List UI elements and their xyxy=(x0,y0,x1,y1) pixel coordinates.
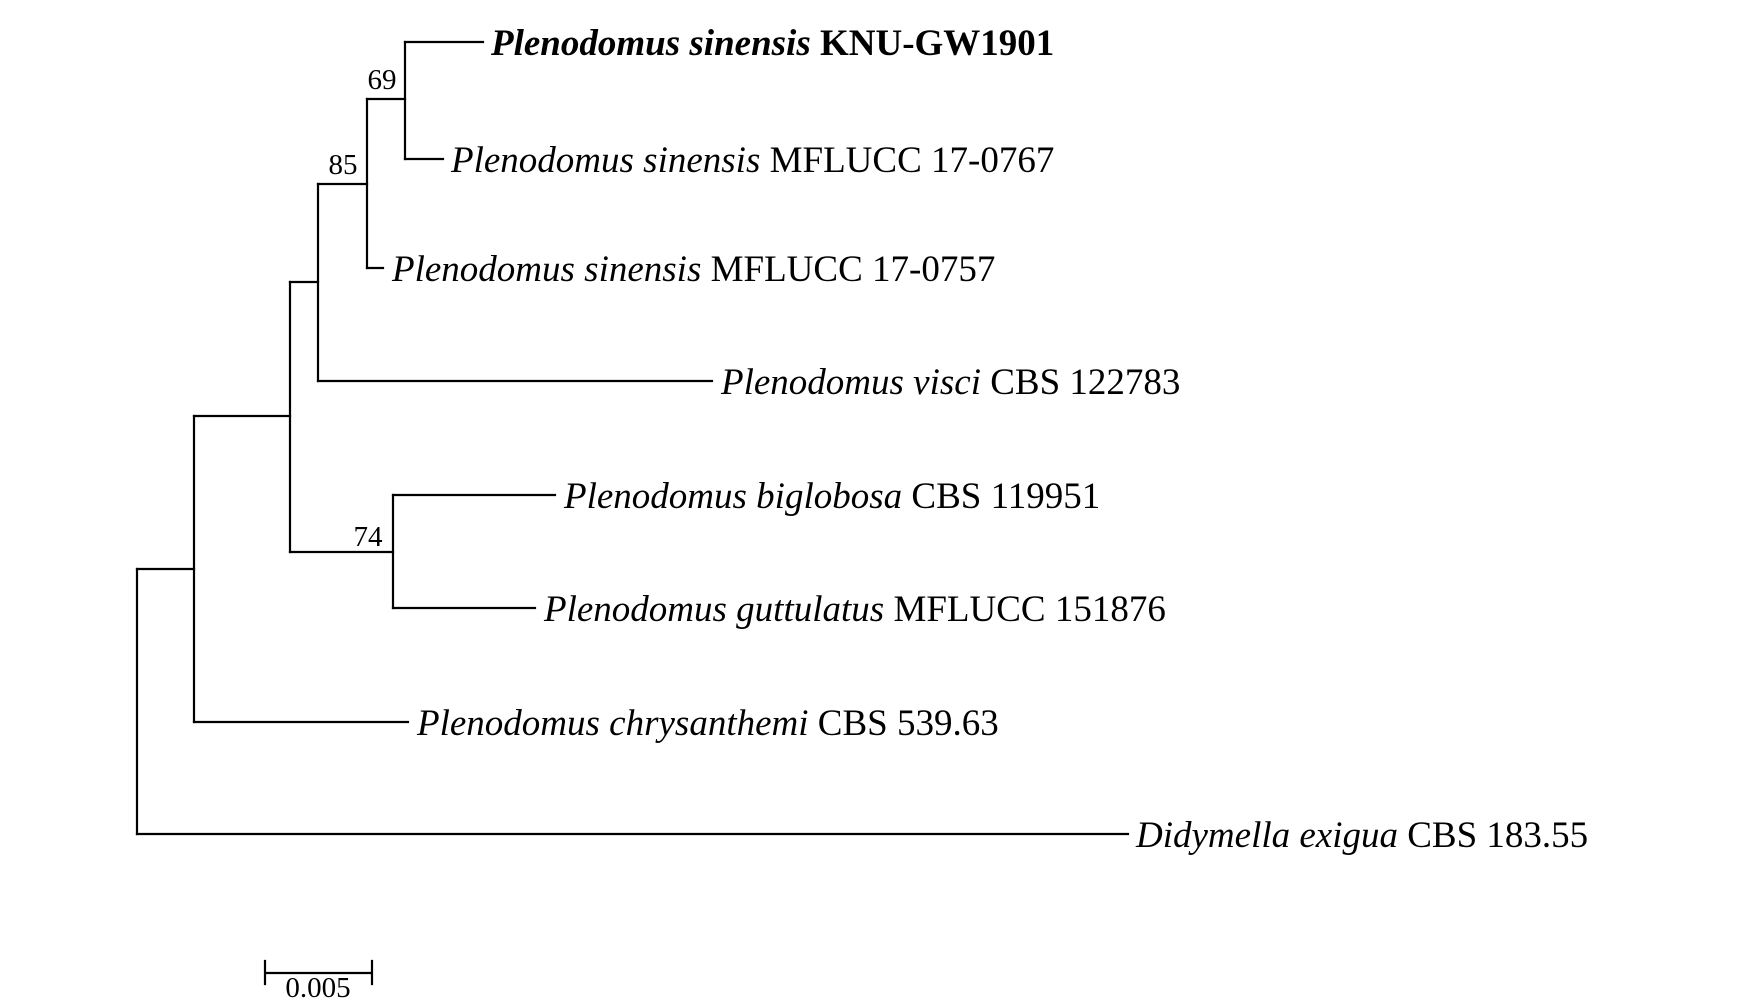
taxon-label: Didymella exigua CBS 183.55 xyxy=(1135,815,1588,856)
taxon-label: Plenodomus sinensis MFLUCC 17-0767 xyxy=(450,140,1054,181)
taxon-label: Plenodomus chrysanthemi CBS 539.63 xyxy=(416,703,999,744)
bootstrap-value: 69 xyxy=(368,64,397,96)
scale-bar-label: 0.005 xyxy=(285,972,350,1002)
scale-bar-line xyxy=(263,959,374,986)
scale-bar: 0.005 xyxy=(263,959,374,1002)
taxon-label: Plenodomus biglobosa CBS 119951 xyxy=(563,476,1100,517)
taxon-label: Plenodomus guttulatus MFLUCC 151876 xyxy=(543,589,1166,630)
taxon-labels: Plenodomus sinensis KNU-GW1901 Plenodomu… xyxy=(391,23,1588,856)
tree-branches xyxy=(135,40,1130,836)
bootstrap-value: 74 xyxy=(354,521,384,553)
taxon-label: Plenodomus sinensis KNU-GW1901 xyxy=(490,23,1054,64)
taxon-label: Plenodomus visci CBS 122783 xyxy=(720,362,1180,403)
taxon-label: Plenodomus sinensis MFLUCC 17-0757 xyxy=(391,249,995,290)
bootstrap-value: 85 xyxy=(329,149,358,181)
bootstrap-values: 69 85 74 xyxy=(329,64,397,553)
